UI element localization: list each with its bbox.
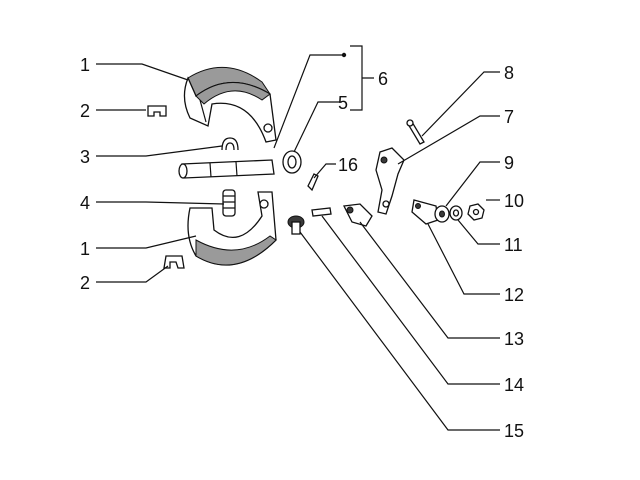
plate: [411, 199, 439, 225]
label-6: 6: [378, 69, 388, 89]
spring-washer: [434, 205, 450, 223]
return-spring: [222, 189, 236, 217]
pin: [311, 207, 332, 217]
cam-lever: [343, 203, 373, 227]
label-14: 14: [504, 375, 524, 395]
label-7: 7: [504, 107, 514, 127]
nut: [467, 203, 485, 221]
label-2-upper: 2: [80, 101, 90, 121]
brake-lever: [375, 147, 405, 215]
label-9: 9: [504, 153, 514, 173]
flat-washer: [449, 205, 463, 221]
spring-clip: [221, 137, 239, 151]
shoe-clip-upper: [147, 105, 167, 117]
washer: [282, 150, 302, 174]
small-rod: [307, 173, 319, 192]
label-8: 8: [504, 63, 514, 83]
label-16: 16: [338, 155, 358, 175]
bolt: [287, 215, 305, 235]
label-1-upper: 1: [80, 55, 90, 75]
label-2-lower: 2: [80, 273, 90, 293]
leader-lines: [96, 54, 500, 431]
label-10: 10: [504, 191, 524, 211]
label-5: 5: [338, 93, 348, 113]
group-bracket: [350, 45, 374, 111]
label-13: 13: [504, 329, 524, 349]
label-11: 11: [504, 235, 523, 255]
upper-brake-shoe: [183, 67, 277, 143]
label-3: 3: [80, 147, 90, 167]
label-15: 15: [504, 421, 524, 441]
label-1-lower: 1: [80, 239, 90, 259]
lower-brake-shoe: [187, 191, 277, 266]
cotter-pin: [406, 119, 425, 145]
label-12: 12: [504, 285, 524, 305]
part-labels: 1 2 3 4 1 2 6 5 8 7 16 9 10 11 12 13 14 …: [80, 55, 524, 441]
label-4: 4: [80, 193, 90, 213]
pivot-shaft: [178, 159, 275, 179]
